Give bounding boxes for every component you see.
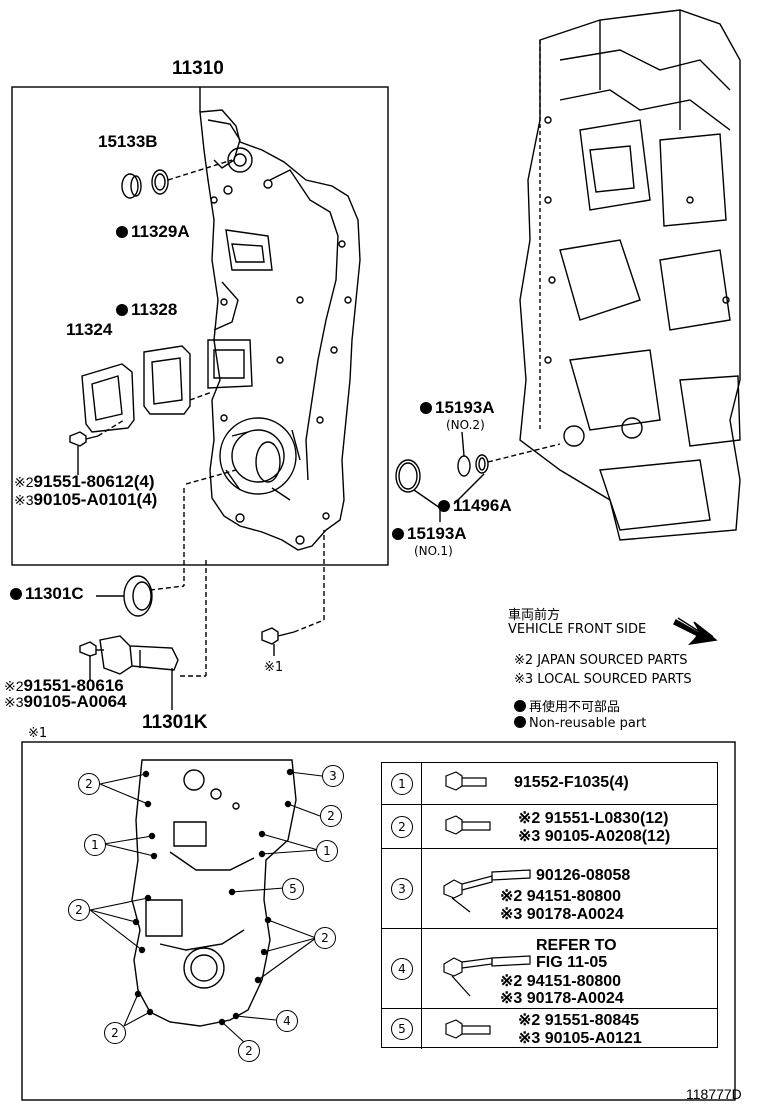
table-row: 1 91552-F1035(4) [382, 763, 717, 805]
part-number: ※2 94151-80800 [500, 888, 622, 905]
table-num-cell: 2 [382, 805, 422, 848]
part-number: ※2 94151-80800 [500, 973, 622, 990]
non-reusable-dot-icon [420, 402, 432, 414]
callout-2: 2 [314, 927, 336, 949]
row-number: 1 [391, 773, 413, 795]
non-reusable-dot-icon [116, 304, 128, 316]
label-15193A-no2: 15193A [420, 398, 495, 418]
label-11324: 11324 [66, 320, 113, 339]
label-bolt-b-local: ※390105-A0064 [4, 692, 127, 711]
row-number: 4 [391, 958, 413, 980]
callout-2: 2 [320, 805, 342, 827]
callout-2: 2 [68, 899, 90, 921]
label-15133B: 15133B [98, 132, 158, 151]
label-11301K: 11301K [142, 712, 208, 733]
part-number: 90126-08058 [536, 867, 631, 884]
callout-4: 4 [276, 1010, 298, 1032]
part-number: 91552-F1035(4) [514, 774, 629, 791]
fastener-table: 1 91552-F1035(4) 2 ※2 91551-L0830(12) ※3… [381, 762, 718, 1049]
row-number: 5 [391, 1018, 413, 1040]
callout-2: 2 [104, 1022, 126, 1044]
label-bolt-a-local: ※390105-A0101(4) [14, 490, 158, 509]
label-11496A: 11496A [438, 496, 512, 516]
refer-to-note: REFER TO [536, 937, 617, 954]
table-num-cell: 3 [382, 849, 422, 928]
callout-3: 3 [322, 765, 344, 787]
legend-nonreuse-jp: 再使用不可部品 [514, 696, 620, 715]
callout-2: 2 [238, 1040, 260, 1062]
label-11301C: 11301C [10, 584, 84, 604]
legend-front-jp: 車両前方 [508, 608, 561, 623]
refer-to-note: FIG 11-05 [536, 954, 608, 971]
table-row: 4 REFER TO FIG 11-05 ※2 94151-80800 ※3 9… [382, 929, 717, 1009]
part-number: ※2 91551-L0830(12) [518, 810, 669, 827]
table-num-cell: 5 [382, 1009, 422, 1049]
callout-1: 1 [316, 840, 338, 862]
engine-block-outline [519, 9, 741, 541]
label-bolt-b-japan: ※291551-80616 [4, 676, 124, 695]
detail-cover-outline [131, 759, 297, 1027]
non-reusable-dot-icon [438, 500, 450, 512]
table-row: 5 ※2 91551-80845 ※3 90105-A0121 [382, 1009, 717, 1049]
legend-japan-sourced: ※2 JAPAN SOURCED PARTS [514, 653, 688, 668]
table-num-cell: 1 [382, 763, 422, 804]
part-number: ※3 90178-A0024 [500, 906, 624, 923]
non-reusable-dot-icon [514, 716, 526, 728]
non-reusable-dot-icon [116, 226, 128, 238]
legend-nonreuse-en: Non-reusable part [514, 716, 646, 731]
row-number: 2 [391, 816, 413, 838]
label-15193A-no1: 15193A [392, 524, 467, 544]
non-reusable-dot-icon [10, 588, 22, 600]
legend-front-en: VEHICLE FRONT SIDE [508, 622, 647, 637]
part-number: ※3 90178-A0024 [500, 990, 624, 1007]
label-no2: (NO.2) [446, 418, 485, 432]
legend-local-sourced: ※3 LOCAL SOURCED PARTS [514, 672, 692, 687]
figure-id: 118777D [686, 1086, 742, 1102]
part-number: ※3 90105-A0208(12) [518, 828, 671, 845]
table-num-cell: 4 [382, 929, 422, 1008]
part-number: ※3 90105-A0121 [518, 1030, 642, 1047]
label-11328: 11328 [116, 300, 177, 320]
part-number: ※2 91551-80845 [518, 1012, 640, 1029]
label-bolt-a-japan: ※291551-80612(4) [14, 472, 155, 491]
label-note1-ref: ※1 [264, 660, 284, 675]
label-11310: 11310 [172, 58, 224, 79]
label-no1: (NO.1) [414, 544, 453, 558]
label-11329A: 11329A [116, 222, 190, 242]
detail-box [21, 741, 736, 1101]
table-row: 3 90126-08058 ※2 94151-80800 ※3 90178-A0… [382, 849, 717, 929]
timing-cover-outline [199, 109, 361, 551]
non-reusable-dot-icon [392, 528, 404, 540]
callout-1: 1 [84, 834, 106, 856]
label-note1-box: ※1 [28, 726, 48, 741]
non-reusable-dot-icon [514, 700, 526, 712]
callout-2: 2 [78, 773, 100, 795]
callout-5: 5 [282, 878, 304, 900]
table-row: 2 ※2 91551-L0830(12) ※3 90105-A0208(12) [382, 805, 717, 849]
row-number: 3 [391, 878, 413, 900]
